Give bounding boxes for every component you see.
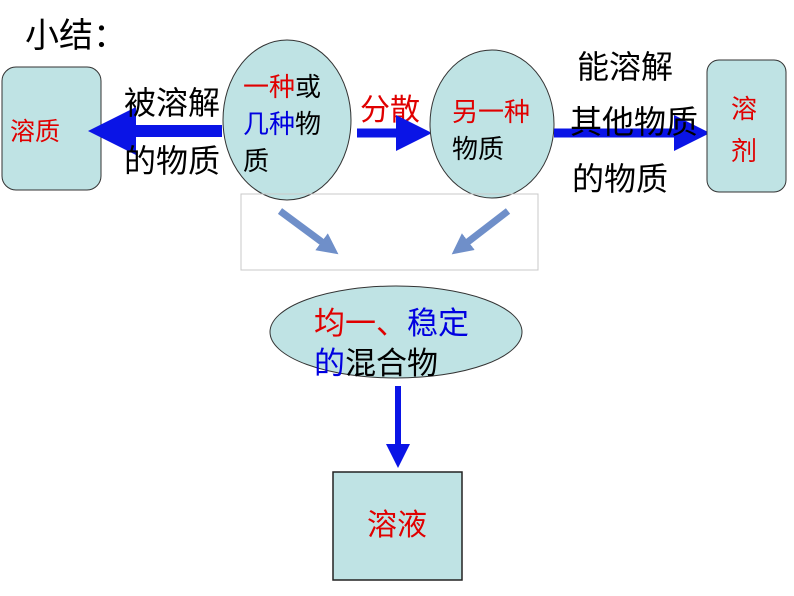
diagonal-arrow-right xyxy=(451,208,511,255)
solute-substance-ellipse xyxy=(222,39,352,201)
disperse-label: 分散 xyxy=(360,93,420,128)
ellipse-left-line1: 一种或 xyxy=(243,73,321,103)
title: 小结： xyxy=(25,16,127,56)
solvent-box xyxy=(706,59,787,193)
ellipse-right-line2: 物质 xyxy=(452,135,504,165)
mixture-line2: 的混合物 xyxy=(314,346,438,382)
mixture-line1: 均一、稳定 xyxy=(314,306,469,342)
solvent-desc-line2: 其他物质 xyxy=(570,103,698,141)
mixture-ellipse xyxy=(269,285,523,379)
arrow-frame xyxy=(240,193,539,271)
solvent-label-2: 剂 xyxy=(731,137,757,167)
ellipse-left-line2: 几种物 xyxy=(243,110,321,140)
solvent-label-1: 溶 xyxy=(731,95,757,125)
solute-desc-line1: 被溶解 xyxy=(124,84,220,122)
solvent-substance-ellipse xyxy=(429,49,555,199)
ellipse-right-line1: 另一种 xyxy=(452,98,530,128)
solute-desc-line2: 的物质 xyxy=(124,142,220,180)
solute-label: 溶质 xyxy=(10,117,60,146)
solvent-desc-line1: 能溶解 xyxy=(577,48,673,86)
diagonal-arrow-left xyxy=(277,208,339,255)
solvent-desc-line3: 的物质 xyxy=(572,160,668,198)
solution-box xyxy=(332,471,463,581)
ellipse-left-line3: 质 xyxy=(243,147,269,177)
solution-label: 溶液 xyxy=(367,508,427,543)
